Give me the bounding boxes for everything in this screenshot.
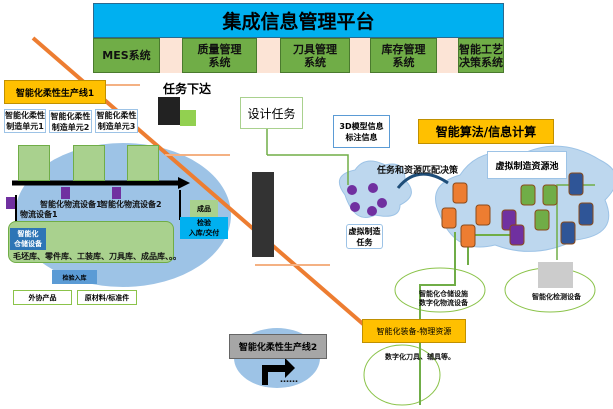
module-process[interactable]: 智能工艺 决策系统 xyxy=(458,38,504,73)
tool-device-group xyxy=(363,344,441,406)
line2-title: 智能化柔性生产线2 xyxy=(229,334,327,359)
storage-device-group xyxy=(394,267,486,313)
storage-label: 智能化 仓储设备 xyxy=(10,228,46,250)
inspect-in-arrow: 检验入库 xyxy=(52,270,97,284)
task-issue-label: 任务下达 xyxy=(163,82,212,96)
platform-title: 集成信息管理平台 xyxy=(93,3,504,38)
unit-1: 智能化柔性 制造单元1 xyxy=(4,109,46,133)
logistics-2: 智能化物流设备2 xyxy=(100,200,162,209)
storage-devices-label: 智能化仓储设施 数字化物流设备 xyxy=(419,290,468,307)
virtual-task-label: 虚拟制造 任务 xyxy=(346,224,383,249)
inspection-devices-label: 智能化检测设备 xyxy=(532,293,581,301)
logistics-1: 智能化物流设备1 xyxy=(40,200,102,209)
deliver-arrow: 检验 入库/交付 xyxy=(180,217,228,239)
warehouses: 毛坯库、零件库、工装库、刀具库、成品库、。。 xyxy=(13,252,181,261)
physical-resource-label: 智能化装备-物理资源 xyxy=(362,319,466,343)
tools-label: 数字化刀具、辅具等。 xyxy=(385,353,455,361)
match-arrow xyxy=(396,172,449,189)
input-raw: 原材料/标准件 xyxy=(77,290,137,305)
module-mes[interactable]: MES系统 xyxy=(93,38,160,73)
product-label: 成品 xyxy=(190,200,218,217)
person-icon xyxy=(158,97,180,125)
arrow-icon xyxy=(262,358,295,385)
line2-more: …… xyxy=(280,375,298,385)
algo-title: 智能算法/信息计算 xyxy=(418,119,554,144)
inspection-equipment-image xyxy=(538,262,573,288)
match-label: 任务和资源匹配决策 xyxy=(377,166,459,176)
module-tool[interactable]: 刀具管理 系统 xyxy=(280,38,350,73)
module-quality[interactable]: 质量管理 系统 xyxy=(182,38,257,73)
server-icon xyxy=(252,172,274,257)
module-inventory[interactable]: 库存管理 系统 xyxy=(370,38,437,73)
logistics-3: 物流设备1 xyxy=(20,210,58,219)
line1-title: 智能化柔性生产线1 xyxy=(4,80,106,104)
design-task-box[interactable]: 设计任务 xyxy=(240,97,303,129)
unit-2: 智能化柔性 制造单元2 xyxy=(49,110,92,133)
resource-pool-label: 虚拟制造资源池 xyxy=(487,151,567,179)
input-outsourced: 外协产品 xyxy=(13,290,72,305)
model-info-doc: 3D模型信息 标注信息 xyxy=(333,115,390,148)
unit-3: 智能化柔性 制造单元3 xyxy=(95,109,138,133)
